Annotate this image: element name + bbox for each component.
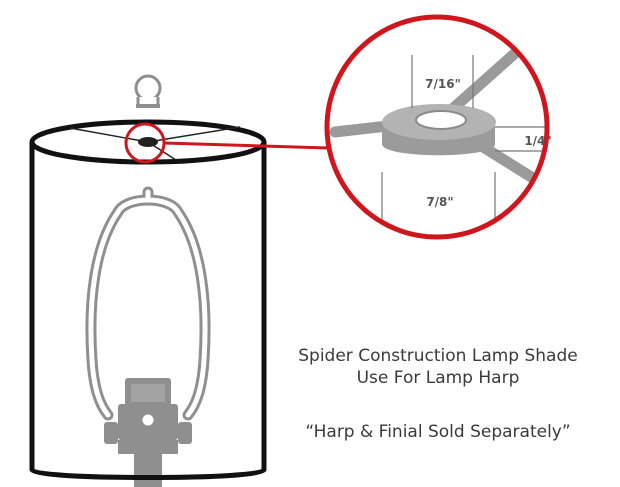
zoom-ring bbox=[382, 104, 496, 156]
harp-assembly bbox=[85, 186, 211, 421]
zoom-detail bbox=[324, 14, 550, 240]
callout-connector bbox=[163, 141, 329, 150]
shade-body bbox=[29, 142, 267, 480]
harp-saddle bbox=[104, 378, 192, 487]
caption-note: “Harp & Finial Sold Separately” bbox=[305, 422, 571, 442]
lamp-shade-drawing bbox=[29, 74, 329, 487]
dim-height-label: 1/4" bbox=[524, 134, 551, 148]
spider-ring bbox=[138, 137, 158, 147]
caption-title-line1: Spider Construction Lamp Shade bbox=[298, 346, 578, 366]
caption-title-line2: Use For Lamp Harp bbox=[356, 368, 520, 388]
zoom-circle-border bbox=[324, 14, 550, 240]
finial bbox=[134, 74, 162, 108]
dim-outer-diameter-label: 7/8" bbox=[426, 195, 453, 209]
dim-inner-hole-label: 7/16" bbox=[425, 77, 461, 91]
